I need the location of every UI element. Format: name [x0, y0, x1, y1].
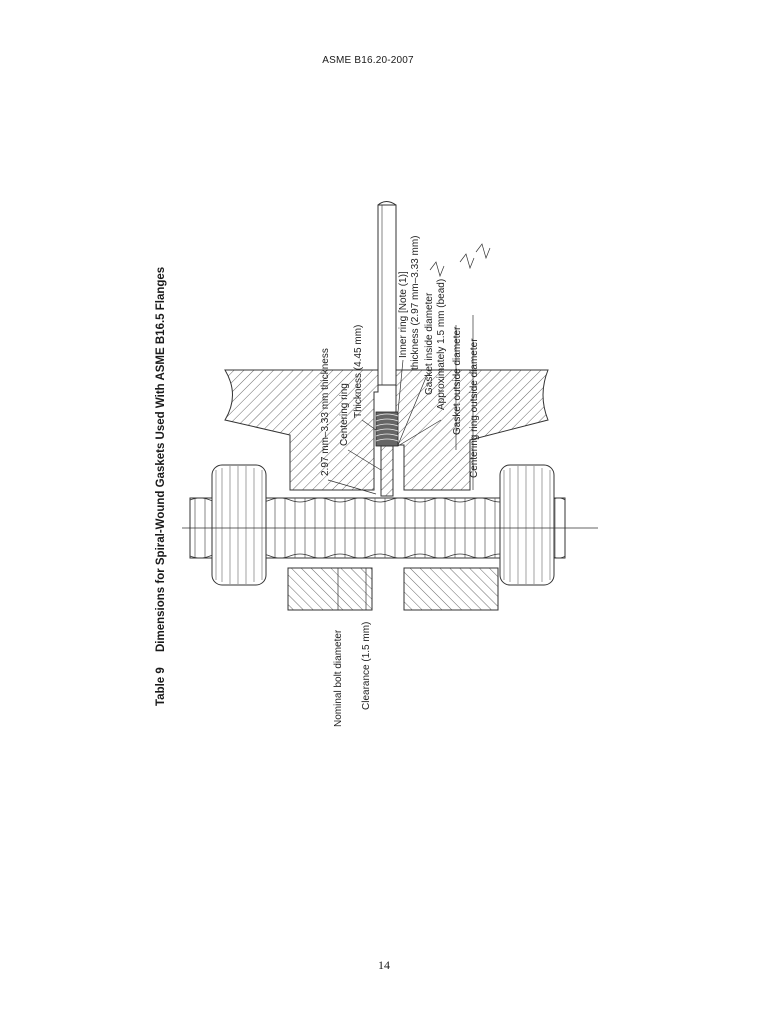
label-gasket-od: Gasket outside diameter — [452, 326, 463, 435]
lower-flange — [287, 567, 499, 611]
label-gasket-thickness: Thickness (4.45 mm) — [353, 325, 364, 418]
leader-lines — [327, 243, 491, 610]
label-centering-ring: Centering ring — [339, 383, 350, 446]
nut-right — [499, 464, 555, 586]
pipe-wall — [377, 201, 397, 386]
label-clearance: Clearance (1.5 mm) — [361, 622, 372, 710]
spiral-windings — [375, 411, 399, 447]
label-nominal-bolt: Nominal bolt diameter — [333, 629, 344, 727]
upper-flange — [224, 369, 549, 491]
document-header: ASME B16.20-2007 — [322, 55, 414, 66]
label-inner-thickness: thickness (2.97 mm–3.33 mm) — [410, 236, 421, 371]
label-centering-od: Centering ring outside diameter — [469, 338, 480, 478]
page-number: 14 — [378, 958, 390, 972]
label-inner-ring: Inner ring [Note (1)] — [398, 271, 409, 358]
centering-ring-shape — [380, 445, 394, 497]
nut-left — [211, 464, 267, 586]
label-gasket-id: Gasket inside diameter — [424, 292, 435, 395]
label-ring-thickness: 2.97 mm–3.33 mm thickness — [320, 348, 331, 476]
label-bead: Approximately 1.5 mm (bead) — [436, 279, 447, 410]
